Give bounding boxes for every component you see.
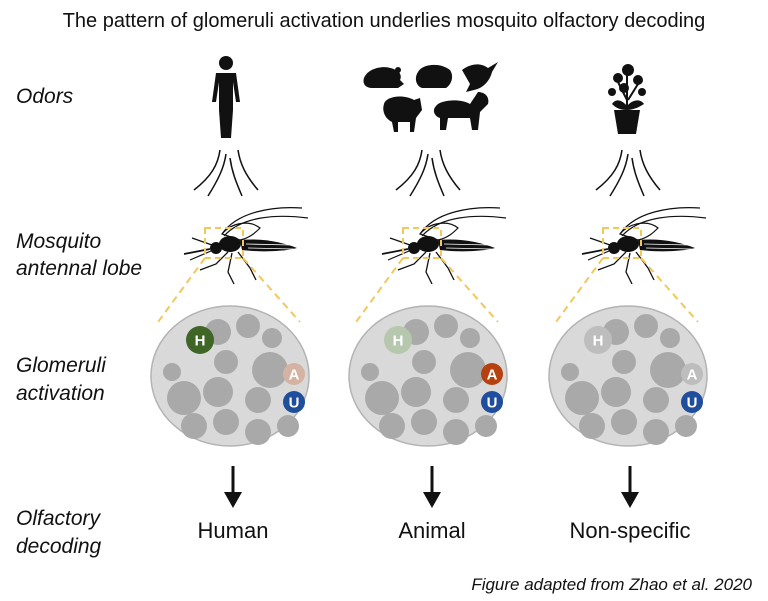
- figure-title: The pattern of glomeruli activation unde…: [62, 10, 706, 32]
- mosquito-icon: [183, 206, 309, 285]
- row-label-decoding-2: decoding: [16, 535, 102, 558]
- glomerulus-u: U: [283, 391, 305, 413]
- outcome-non-specific: Non-specific: [569, 518, 691, 543]
- mosquito-icon: [381, 206, 507, 285]
- human-figure-icon: [212, 56, 240, 138]
- svg-text:U: U: [687, 395, 698, 412]
- odor-plume-plant: [595, 149, 661, 197]
- row-label-antennal-lobe-2: antennal lobe: [16, 257, 143, 280]
- svg-text:A: A: [289, 367, 300, 384]
- arrowhead: [423, 492, 441, 508]
- potted-plant-icon: [608, 64, 646, 134]
- mosquito-icon: [581, 206, 707, 285]
- row-label-antennal-lobe-1: Mosquito: [16, 230, 102, 253]
- odor-plume-human: [193, 149, 259, 197]
- outcome-human: Human: [197, 518, 269, 543]
- figure-caption: Figure adapted from Zhao et al. 2020: [471, 575, 752, 594]
- svg-text:H: H: [195, 333, 206, 350]
- row-label-glomeruli-1: Glomeruli: [16, 354, 106, 377]
- animal-silhouettes-icon: [363, 62, 498, 132]
- row-label-decoding-1: Olfactory: [16, 507, 101, 530]
- zoom-lines: [555, 257, 699, 323]
- svg-text:U: U: [289, 395, 300, 412]
- antennal-lobe-highlight: [602, 227, 642, 259]
- antennal-lobe-highlight: [204, 227, 244, 259]
- svg-text:A: A: [687, 367, 698, 384]
- svg-text:H: H: [593, 333, 604, 350]
- outcome-animal: Animal: [398, 518, 466, 543]
- glomerulus-a: A: [681, 363, 703, 385]
- antennal-lobe-highlight: [402, 227, 442, 259]
- zoom-lines: [157, 257, 301, 323]
- glomerulus-u: U: [481, 391, 503, 413]
- arrowhead: [224, 492, 242, 508]
- glomerulus-h: H: [186, 326, 214, 354]
- glomerulus-h: H: [384, 326, 412, 354]
- glomerulus-a: A: [481, 363, 503, 385]
- odor-plume-animal: [395, 149, 461, 197]
- svg-text:A: A: [487, 367, 498, 384]
- row-label-odors: Odors: [16, 85, 74, 108]
- glomerulus-a: A: [283, 363, 305, 385]
- glomerulus-u: U: [681, 391, 703, 413]
- svg-text:H: H: [393, 333, 404, 350]
- svg-text:U: U: [487, 395, 498, 412]
- zoom-lines: [355, 257, 499, 323]
- glomerulus-h: H: [584, 326, 612, 354]
- arrowhead: [621, 492, 639, 508]
- row-label-glomeruli-2: activation: [16, 382, 105, 405]
